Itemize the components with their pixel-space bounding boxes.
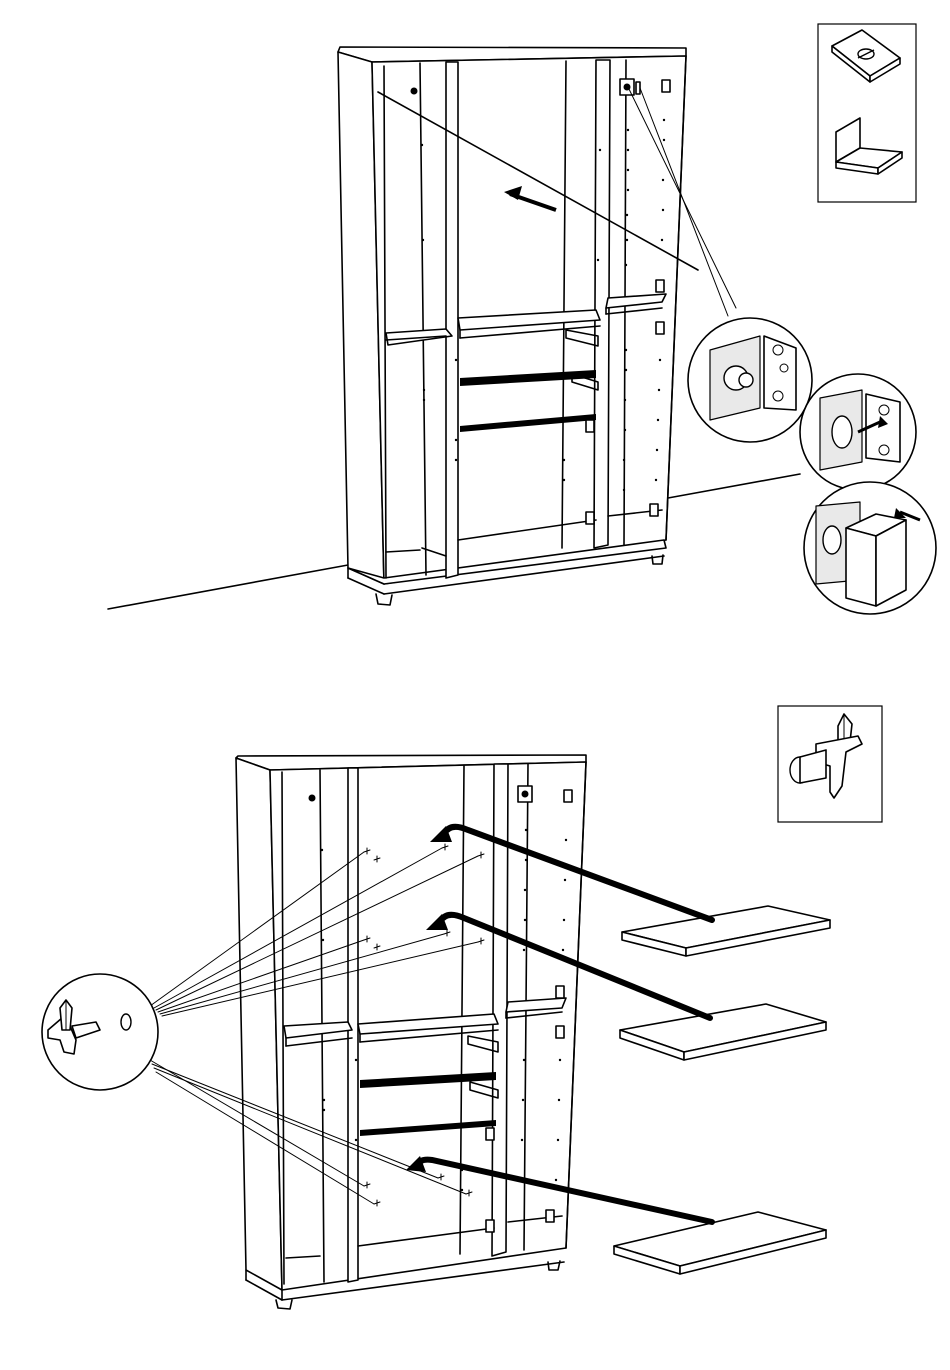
detail-view-1 — [688, 318, 812, 442]
shelf-1 — [622, 906, 830, 956]
hardware-box-2 — [778, 706, 882, 822]
step-2 — [42, 706, 882, 1309]
detail-view-3 — [804, 482, 936, 614]
step-1 — [108, 24, 936, 614]
pin-detail-view — [42, 974, 158, 1090]
cabinet-step2 — [236, 755, 586, 1309]
hardware-box-1 — [818, 24, 916, 202]
detail-view-2 — [800, 374, 916, 490]
shelf-3 — [614, 1212, 826, 1274]
shelf-2 — [620, 1004, 826, 1060]
cabinet-step1 — [338, 47, 686, 605]
